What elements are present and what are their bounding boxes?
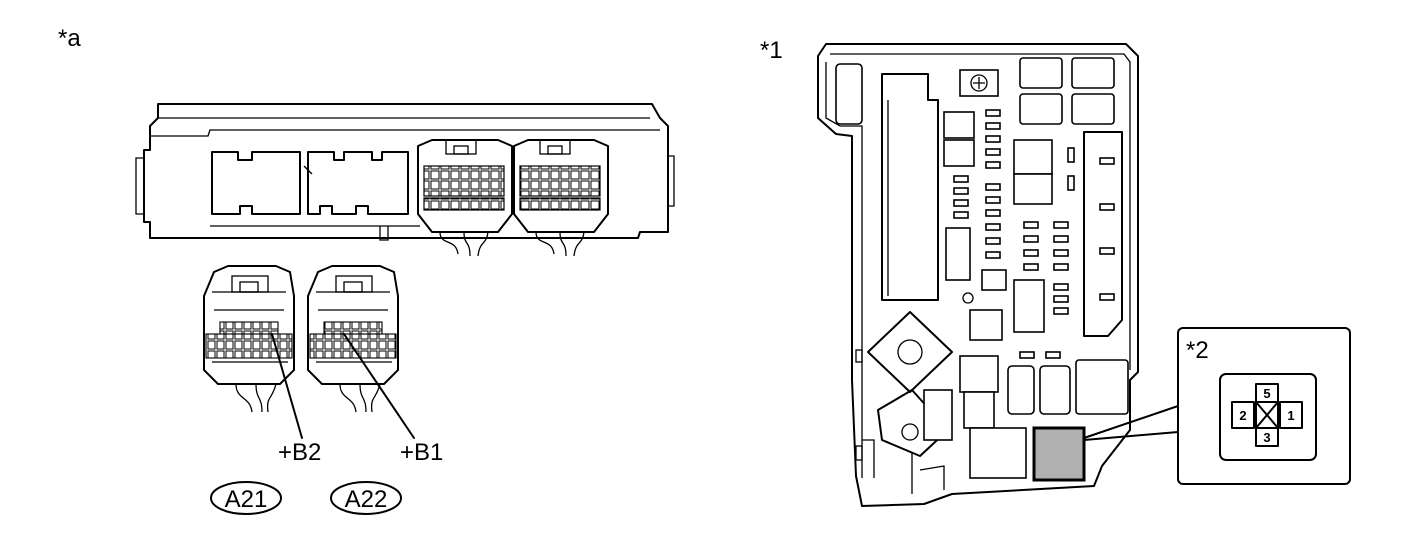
leader-line-b1 xyxy=(343,333,415,439)
ecu-connector-left xyxy=(211,151,301,215)
mini-fuse-column xyxy=(953,109,1069,359)
highlighted-relay xyxy=(1032,426,1086,482)
connector-code-a21-ellipse xyxy=(210,481,282,515)
leader-line-b2 xyxy=(271,333,303,439)
ecu-unit xyxy=(135,103,675,257)
connector-code-a21: A21 xyxy=(225,486,268,513)
relay-pin-1: 1 xyxy=(1287,408,1294,423)
relay-inset-frame xyxy=(1177,327,1351,485)
relay-terminal-frame xyxy=(1219,373,1317,461)
terminal-label-b2: +B2 xyxy=(278,439,321,466)
terminal-label-b1: +B1 xyxy=(400,439,443,466)
ecu-connector-middle xyxy=(307,151,409,215)
relay-inset: *2 5 2 1 3 xyxy=(1177,327,1351,485)
relay-pin-5: 5 xyxy=(1263,386,1270,401)
ecu-plugged-connector-2 xyxy=(513,139,609,257)
relay-block xyxy=(817,43,1139,507)
ecu-view-marker: *a xyxy=(58,25,81,52)
connector-a22-drawing xyxy=(307,265,399,413)
relay-coil-symbol xyxy=(1255,401,1279,429)
connector-code-a22-ellipse xyxy=(330,481,402,515)
relay-block-outline xyxy=(817,43,1139,507)
connector-a21-drawing xyxy=(203,265,295,413)
ecu-plugged-connector-1 xyxy=(417,139,513,257)
ecu-housing-outline xyxy=(143,103,669,239)
connector-code-a22: A22 xyxy=(345,486,388,513)
relay-pin-2: 2 xyxy=(1239,408,1246,423)
relay-pin-3: 3 xyxy=(1263,430,1270,445)
relay-block-side-connector xyxy=(1083,131,1123,337)
relay-inset-marker: *2 xyxy=(1186,337,1209,364)
callout-leader xyxy=(1083,405,1179,441)
relay-block-view-marker: *1 xyxy=(760,37,783,64)
